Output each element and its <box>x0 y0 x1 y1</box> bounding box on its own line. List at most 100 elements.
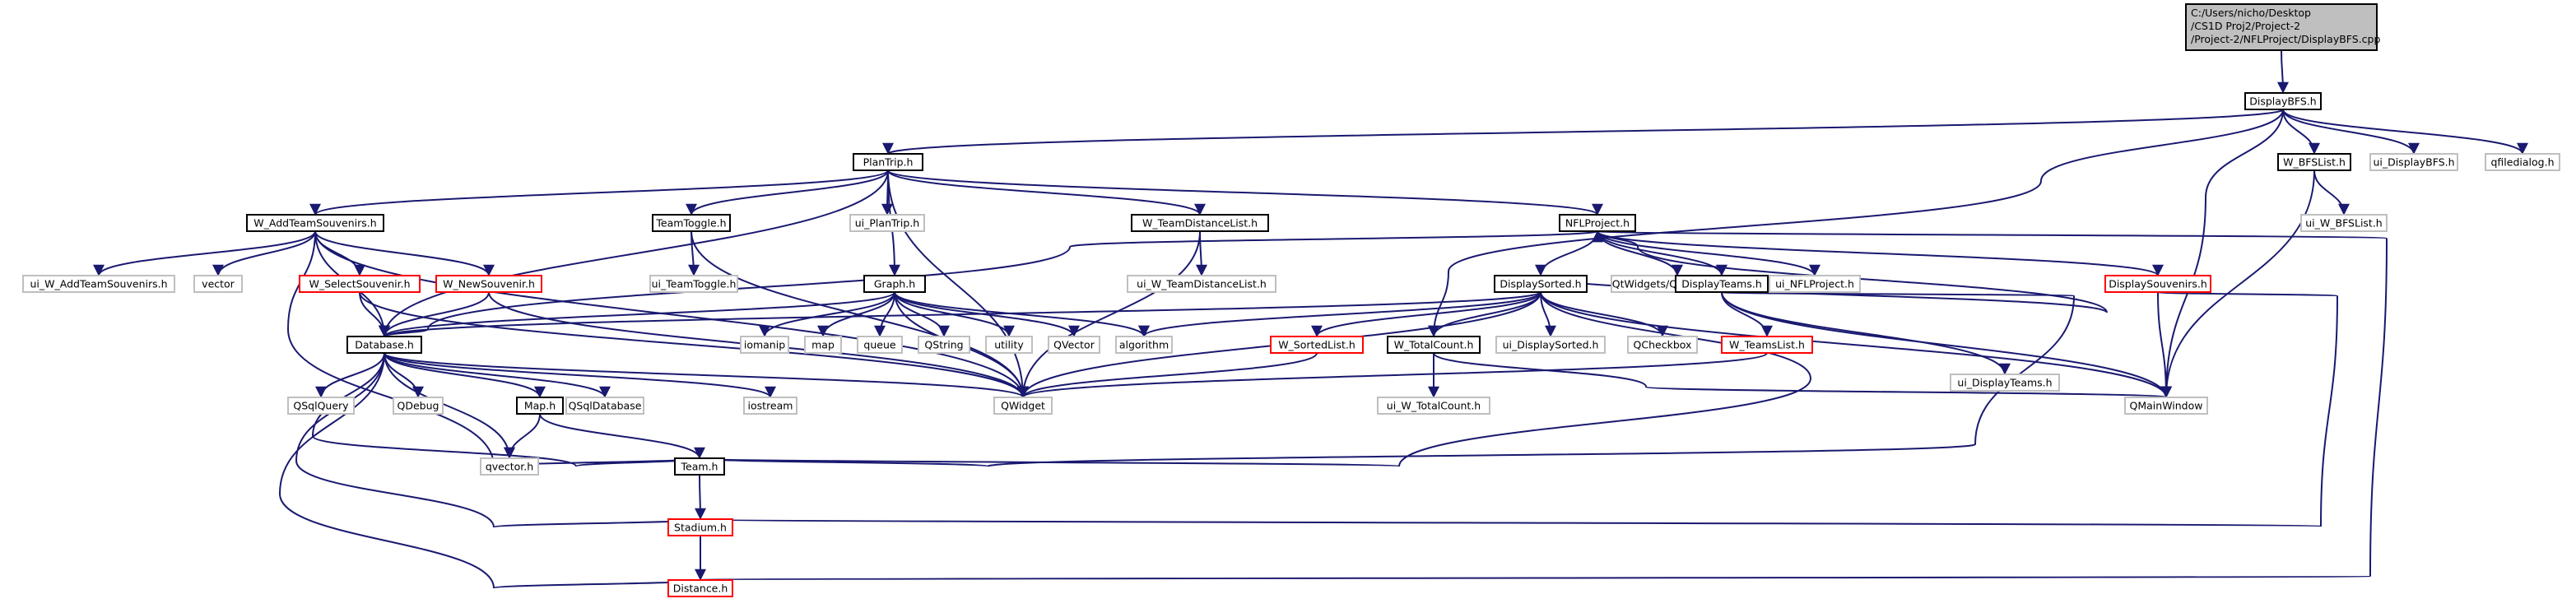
node-label-W_TotalCount_h: W_TotalCount.h <box>1394 339 1474 351</box>
node-root[interactable]: C:/Users/nicho/Desktop/CS1D Proj2/Projec… <box>2185 3 2380 51</box>
edge-Database_h-to-Distance_h <box>278 352 706 592</box>
node-DisplaySouvenirs_h[interactable]: DisplaySouvenirs.h <box>2104 275 2211 293</box>
edge-W_AddTeamSouvenirs_h-to-vector <box>212 230 316 276</box>
node-W_BFSList_h[interactable]: W_BFSList.h <box>2277 153 2351 171</box>
node-box-DisplaySouvenirs_h <box>2104 275 2211 293</box>
edge-W_AddTeamSouvenirs_h-to-QWidget <box>314 230 1029 398</box>
node-label-iomanip: iomanip <box>744 339 785 351</box>
edge-DisplaySorted_h-to-ui_DisplaySorted_h <box>1540 291 1556 337</box>
node-box-ui_W_TotalCount_h <box>1377 397 1490 415</box>
node-DisplayTeams_h[interactable]: DisplayTeams.h <box>1675 275 1769 293</box>
edge-W_BFSList_h-to-QMainWindow <box>2160 169 2315 398</box>
node-box-QDebug <box>393 397 444 415</box>
edge-Graph_h-to-QString <box>894 291 950 337</box>
node-label-PlanTrip_h: PlanTrip.h <box>863 156 914 169</box>
node-box-QCheckbox <box>1627 336 1698 354</box>
node-box-Team_h <box>674 457 725 476</box>
node-label-TeamToggle_h: TeamToggle.h <box>655 217 726 230</box>
node-box-ui_W_BFSList_h <box>2300 214 2388 232</box>
node-PlanTrip_h[interactable]: PlanTrip.h <box>853 153 923 171</box>
node-W_AddTeamSouvenirs_h[interactable]: W_AddTeamSouvenirs.h <box>246 214 384 232</box>
node-label-ui_W_AddTeamSouvenirs_h: ui_W_AddTeamSouvenirs.h <box>30 278 167 290</box>
node-box-queue <box>857 336 903 354</box>
node-utility: utility <box>985 336 1033 354</box>
node-box-QSqlQuery <box>287 397 355 415</box>
node-box-W_TeamDistanceList_h <box>1131 214 1269 232</box>
node-box-QMainWindow <box>2124 397 2208 415</box>
node-W_SelectSouvenir_h[interactable]: W_SelectSouvenir.h <box>299 275 421 293</box>
edge-PlanTrip_h-to-W_AddTeamSouvenirs_h <box>309 169 889 216</box>
node-box-TeamToggle_h <box>652 214 731 232</box>
node-box-QWidget <box>993 397 1053 415</box>
edge-DisplaySouvenirs_h-to-QMainWindow <box>2157 291 2172 398</box>
node-DisplaySorted_h[interactable]: DisplaySorted.h <box>1494 275 1588 293</box>
node-label-NFLProject_h: NFLProject.h <box>1565 217 1630 230</box>
node-ui_W_TotalCount_h: ui_W_TotalCount.h <box>1377 397 1490 415</box>
node-label-queue: queue <box>863 339 895 351</box>
node-label-W_AddTeamSouvenirs_h: W_AddTeamSouvenirs.h <box>253 217 376 230</box>
node-TeamToggle_h[interactable]: TeamToggle.h <box>652 214 731 232</box>
node-W_TeamsList_h[interactable]: W_TeamsList.h <box>1721 336 1813 354</box>
edge-Database_h-to-QSqlQuery <box>315 352 385 398</box>
edge-Database_h-to-qvector_h <box>384 352 515 459</box>
node-QSqlQuery: QSqlQuery <box>287 397 355 415</box>
edge-Graph_h-to-iomanip <box>759 291 895 337</box>
edge-W_TotalCount_h-to-QMainWindow <box>1433 352 2171 398</box>
node-Database_h[interactable]: Database.h <box>346 336 422 354</box>
node-box-PlanTrip_h <box>853 153 923 171</box>
node-box-QSqlDatabase <box>565 397 644 415</box>
node-label-iostream: iostream <box>748 400 793 412</box>
edges-layer <box>93 49 2528 592</box>
edge-DisplayBFS_h-to-ui_DisplayBFS_h <box>2282 109 2420 155</box>
node-W_NewSouvenir_h[interactable]: W_NewSouvenir.h <box>435 275 542 293</box>
node-Distance_h[interactable]: Distance.h <box>667 579 733 597</box>
node-box-QVector <box>1048 336 1100 354</box>
edge-DisplaySorted_h-to-Database_h <box>379 291 1541 337</box>
node-box-W_AddTeamSouvenirs_h <box>246 214 384 232</box>
node-label-map: map <box>811 339 835 351</box>
node-ui_W_BFSList_h: ui_W_BFSList.h <box>2300 214 2388 232</box>
edge-Graph_h-to-algorithm <box>894 291 1150 337</box>
edge-PlanTrip_h-to-QWidget <box>887 169 1029 398</box>
node-label-QMainWindow: QMainWindow <box>2130 400 2203 412</box>
node-W_TotalCount_h[interactable]: W_TotalCount.h <box>1387 336 1481 354</box>
node-W_TeamDistanceList_h[interactable]: W_TeamDistanceList.h <box>1131 214 1269 232</box>
node-Stadium_h[interactable]: Stadium.h <box>667 518 733 536</box>
edge-W_TeamDistanceList_h-to-QWidget <box>1017 230 1201 398</box>
node-label-W_SelectSouvenir_h: W_SelectSouvenir.h <box>309 278 410 290</box>
node-box-QString <box>918 336 970 354</box>
node-box-ui_PlanTrip_h <box>849 214 925 232</box>
node-QDebug: QDebug <box>393 397 444 415</box>
node-label-qfiledialog_h: qfiledialog.h <box>2491 156 2555 169</box>
node-QVector: QVector <box>1048 336 1100 354</box>
node-Map_h[interactable]: Map.h <box>516 397 564 415</box>
edge-Graph_h-to-Database_h <box>379 291 895 337</box>
node-algorithm: algorithm <box>1115 336 1173 354</box>
edge-Graph_h-to-queue <box>874 291 895 337</box>
node-label-vector: vector <box>202 278 235 290</box>
node-box-qvector_h <box>480 457 539 476</box>
node-label-W_SortedList_h: W_SortedList.h <box>1278 339 1355 351</box>
node-Team_h[interactable]: Team.h <box>674 457 725 476</box>
node-NFLProject_h[interactable]: NFLProject.h <box>1559 214 1636 232</box>
node-box-map <box>804 336 842 354</box>
node-box-W_BFSList_h <box>2277 153 2351 171</box>
node-iomanip: iomanip <box>740 336 789 354</box>
node-W_SortedList_h[interactable]: W_SortedList.h <box>1270 336 1364 354</box>
node-label-Graph_h: Graph.h <box>874 278 915 290</box>
node-label-ui_DisplayBFS_h: ui_DisplayBFS.h <box>2373 156 2454 169</box>
node-box-qfiledialog_h <box>2485 153 2560 171</box>
node-label-QSqlQuery: QSqlQuery <box>293 400 349 412</box>
edge-Distance_h-to-NFLProject_h <box>700 230 2388 581</box>
edge-W_SortedList_h-to-QWidget <box>1017 352 1318 398</box>
node-label-qvector_h: qvector.h <box>486 461 533 473</box>
node-ui_PlanTrip_h: ui_PlanTrip.h <box>849 214 925 232</box>
node-box-Map_h <box>516 397 564 415</box>
node-qfiledialog_h: qfiledialog.h <box>2485 153 2560 171</box>
node-label-DisplaySorted_h: DisplaySorted.h <box>1500 278 1581 290</box>
node-DisplayBFS_h[interactable]: DisplayBFS.h <box>2244 92 2322 110</box>
node-box-Stadium_h <box>667 518 733 536</box>
node-Graph_h[interactable]: Graph.h <box>863 275 926 293</box>
node-map: map <box>804 336 842 354</box>
